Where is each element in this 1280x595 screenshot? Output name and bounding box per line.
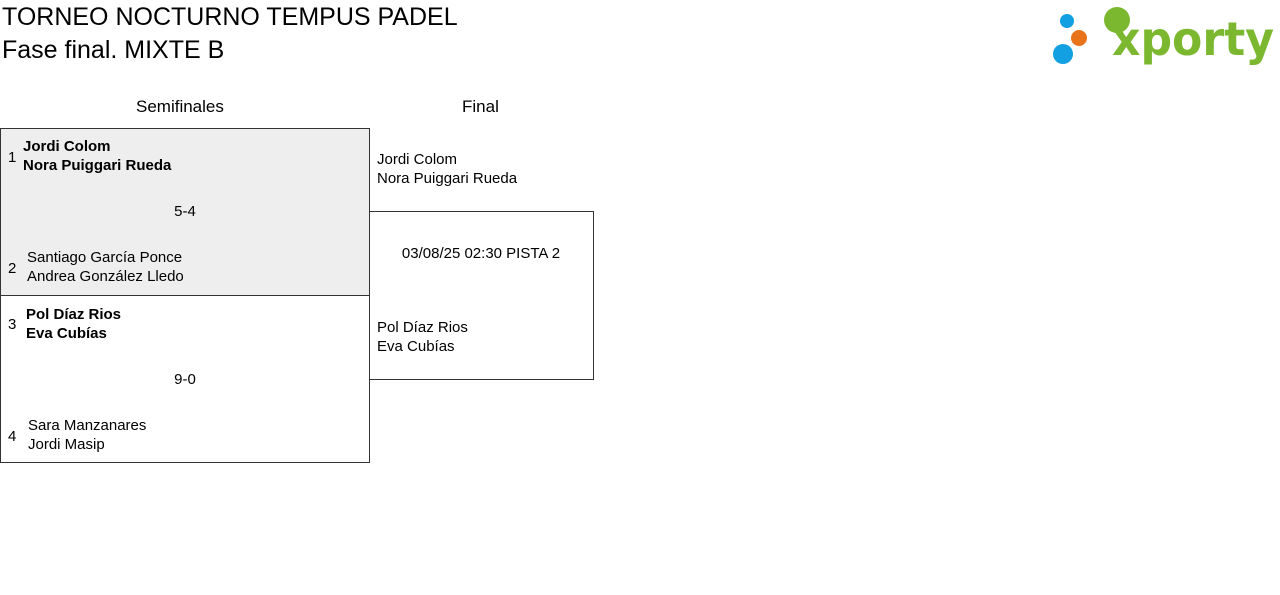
seed-number: 3 bbox=[8, 316, 17, 333]
team-2-player-2: Andrea González Lledo bbox=[27, 268, 184, 285]
final-schedule: 03/08/25 02:30 PISTA 2 bbox=[401, 245, 561, 262]
team-4-player-1: Sara Manzanares bbox=[28, 417, 147, 434]
seed-number: 4 bbox=[8, 428, 17, 445]
logo-wordmark: xporty bbox=[1112, 12, 1274, 66]
team-3-player-1: Pol Díaz Rios bbox=[26, 306, 122, 323]
team-4-player-2: Jordi Masip bbox=[28, 436, 105, 453]
match-score: 9-0 bbox=[174, 371, 196, 388]
seed-number: 1 bbox=[8, 149, 17, 166]
final-match: 03/08/25 02:30 PISTA 2 bbox=[369, 211, 594, 380]
team-3-player-2: Eva Cubías bbox=[26, 325, 107, 342]
final-team-1-player-1: Jordi Colom bbox=[377, 151, 458, 168]
semifinal-match-2: 3 Pol Díaz Rios Eva Cubías 9-0 4 Sara Ma… bbox=[0, 295, 370, 463]
team-2-player-1: Santiago García Ponce bbox=[27, 249, 183, 266]
final-team-1-player-2: Nora Puiggari Rueda bbox=[377, 170, 518, 187]
final-team-2-player-1: Pol Díaz Rios bbox=[377, 319, 468, 336]
phase-subtitle: Fase final. MIXTE B bbox=[2, 36, 225, 64]
round-title-final: Final bbox=[462, 97, 499, 116]
team-1-player-1: Jordi Colom bbox=[23, 138, 111, 155]
seed-number: 2 bbox=[8, 260, 17, 277]
round-title-semifinals: Semifinales bbox=[136, 97, 224, 116]
tournament-title: TORNEO NOCTURNO TEMPUS PADEL bbox=[2, 3, 458, 31]
semifinal-match-1: 1 Jordi Colom Nora Puiggari Rueda 5-4 2 … bbox=[0, 128, 370, 296]
xporty-logo: xporty bbox=[1050, 2, 1278, 68]
final-team-2-player-2: Eva Cubías bbox=[377, 338, 455, 355]
match-score: 5-4 bbox=[174, 203, 196, 220]
team-1-player-2: Nora Puiggari Rueda bbox=[23, 157, 172, 174]
